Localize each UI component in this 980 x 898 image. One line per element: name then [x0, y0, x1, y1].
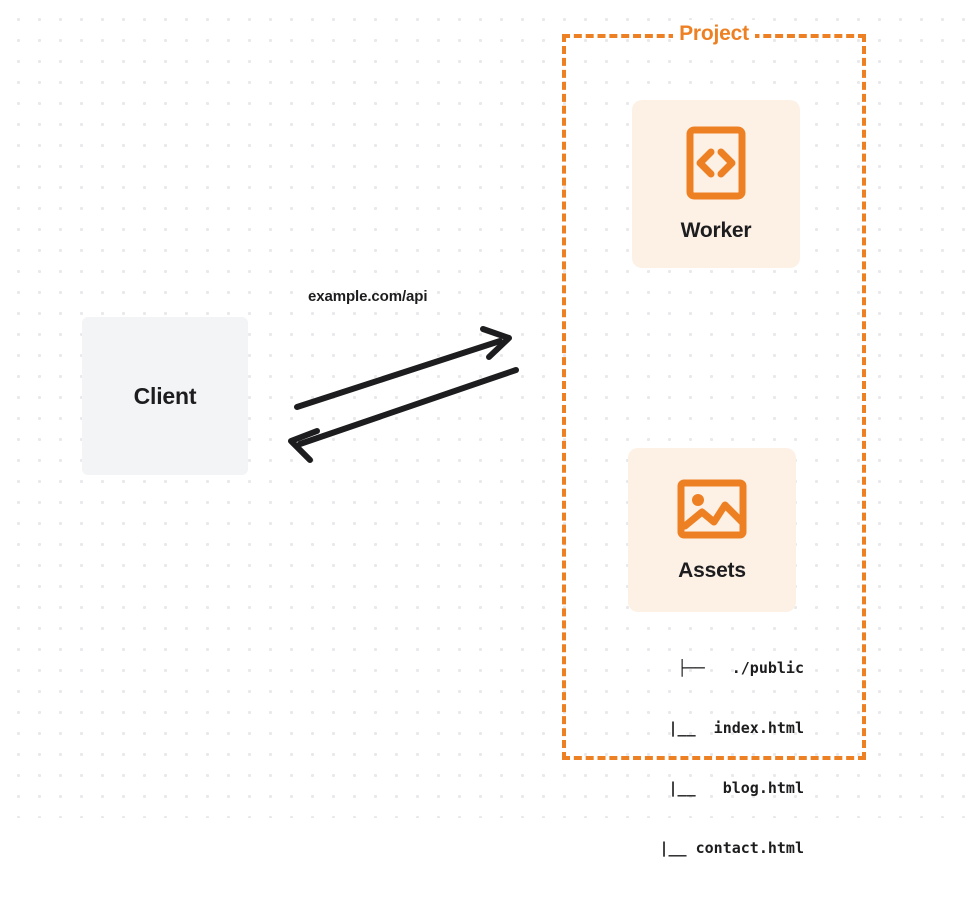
client-label: Client	[133, 382, 197, 409]
code-brackets-icon	[686, 126, 746, 205]
response-arrow	[288, 367, 519, 463]
file-tree-row: |__ blog.html	[641, 779, 804, 797]
request-arrow	[294, 326, 512, 410]
worker-node[interactable]: Worker	[632, 100, 800, 268]
diagram-canvas: Client example.com/api Project Worker	[0, 0, 980, 857]
image-icon	[677, 478, 747, 545]
worker-label: Worker	[680, 218, 752, 242]
file-tree-row: ├── ./public	[677, 659, 804, 677]
assets-file-tree: ├── ./public |__ index.html |__ blog.htm…	[604, 618, 804, 898]
connection-label: example.com/api	[308, 288, 428, 305]
client-node[interactable]: Client	[82, 317, 248, 475]
assets-label: Assets	[678, 558, 746, 582]
file-tree-row: |__ index.html	[641, 719, 804, 737]
assets-node[interactable]: Assets	[628, 448, 796, 612]
file-tree-row: |__ contact.html	[632, 839, 804, 857]
